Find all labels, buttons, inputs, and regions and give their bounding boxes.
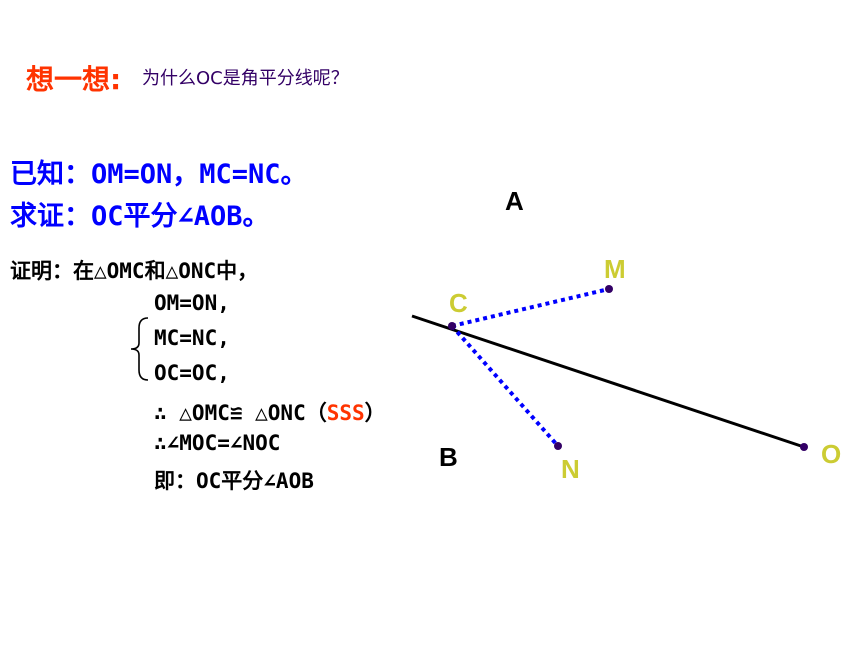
proof-intro: 证明：在△OMC和△ONC中， — [10, 259, 259, 283]
label-n: N — [561, 454, 580, 484]
segment-cn — [450, 324, 560, 448]
label-b: B — [439, 442, 458, 472]
proof-conclusion: 即：OC平分∠AOB — [154, 469, 314, 493]
proof-condition-mc-nc: MC=NC, — [154, 326, 230, 350]
point-o — [800, 443, 808, 451]
congruence-prefix: ∴ △OMC≌ △ONC（ — [154, 401, 327, 425]
proof-condition-om-on: OM=ON, — [154, 291, 230, 315]
label-m: M — [604, 254, 626, 284]
proof-congruence: ∴ △OMC≌ △ONC（SSS） — [154, 397, 386, 427]
proof-condition-oc-oc: OC=OC, — [154, 361, 230, 385]
point-m — [605, 285, 613, 293]
sss-reason: SSS — [326, 401, 365, 425]
label-o: O — [821, 439, 841, 469]
label-c: C — [449, 288, 468, 318]
ray-oc — [411, 314, 805, 449]
point-n — [554, 442, 562, 450]
segment-cm — [451, 287, 610, 328]
left-brace-icon — [130, 317, 149, 381]
prove-statement: 求证：OC平分∠AOB。 — [10, 201, 270, 232]
proof-angle-equality: ∴∠MOC=∠NOC — [154, 431, 281, 455]
congruence-suffix: ） — [364, 401, 386, 425]
think-question: 为什么OC是角平分线呢？ — [142, 68, 349, 89]
label-a: A — [505, 186, 524, 216]
point-c — [448, 322, 456, 330]
given-statement: 已知：OM=ON，MC=NC。 — [10, 159, 308, 190]
think-title: 想一想: — [26, 63, 122, 96]
